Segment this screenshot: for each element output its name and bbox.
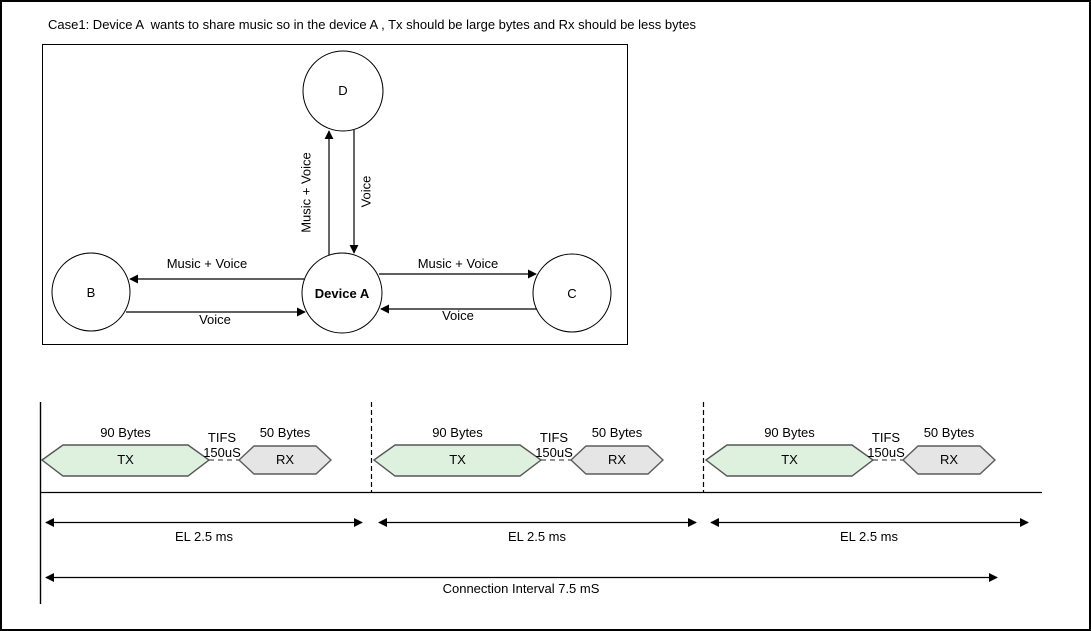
tx-label: TX <box>117 452 134 467</box>
tifs-label: TIFS <box>871 430 901 445</box>
rx-hexagon-1 <box>237 445 333 475</box>
tx-label: TX <box>449 452 466 467</box>
rx-hexagon-2 <box>569 445 665 475</box>
tifs-value-label: 150uS <box>535 445 573 460</box>
tifs-value-label: 150uS <box>203 445 241 460</box>
edge-label-a-to-b: Music + Voice <box>166 256 248 271</box>
network-box <box>42 44 628 345</box>
node-circle-c <box>532 253 612 333</box>
tifs-label: TIFS <box>539 430 569 445</box>
edge-label-d-to-a: Voice <box>358 175 374 208</box>
el-duration-label: EL 2.5 ms <box>174 529 234 544</box>
rx-bytes-label: 50 Bytes <box>259 425 311 440</box>
case-title: Case1: Device A wants to share music so … <box>48 17 696 32</box>
edge-label-a-to-d: Music + Voice <box>298 152 314 233</box>
tx-bytes-label: 90 Bytes <box>764 425 815 440</box>
edge-label-b-to-a: Voice <box>199 312 231 327</box>
node-label-c: C <box>567 286 577 301</box>
edge-label-a-to-c: Music + Voice <box>417 256 499 271</box>
el-duration-label: EL 2.5 ms <box>839 529 899 544</box>
rx-bytes-label: 50 Bytes <box>591 425 643 440</box>
rx-bytes-label: 50 Bytes <box>923 425 975 440</box>
node-circle-b <box>51 252 131 332</box>
node-label-device-a: Device A <box>314 286 370 301</box>
rx-label: RX <box>275 452 295 467</box>
rx-label: RX <box>607 452 627 467</box>
node-circle-device-a <box>301 252 383 334</box>
rx-label: RX <box>939 452 959 467</box>
rx-hexagon-3 <box>901 445 997 475</box>
tx-bytes-label: 90 Bytes <box>100 425 151 440</box>
tifs-label: TIFS <box>207 430 237 445</box>
connection-interval-label: Connection Interval 7.5 mS <box>442 581 600 596</box>
node-circle-d <box>302 50 384 132</box>
node-label-d: D <box>338 83 348 98</box>
el-duration-label: EL 2.5 ms <box>507 529 567 544</box>
node-label-b: B <box>86 285 96 300</box>
tx-label: TX <box>781 452 798 467</box>
tifs-value-label: 150uS <box>867 445 905 460</box>
edge-label-c-to-a: Voice <box>442 308 474 323</box>
tx-bytes-label: 90 Bytes <box>432 425 483 440</box>
